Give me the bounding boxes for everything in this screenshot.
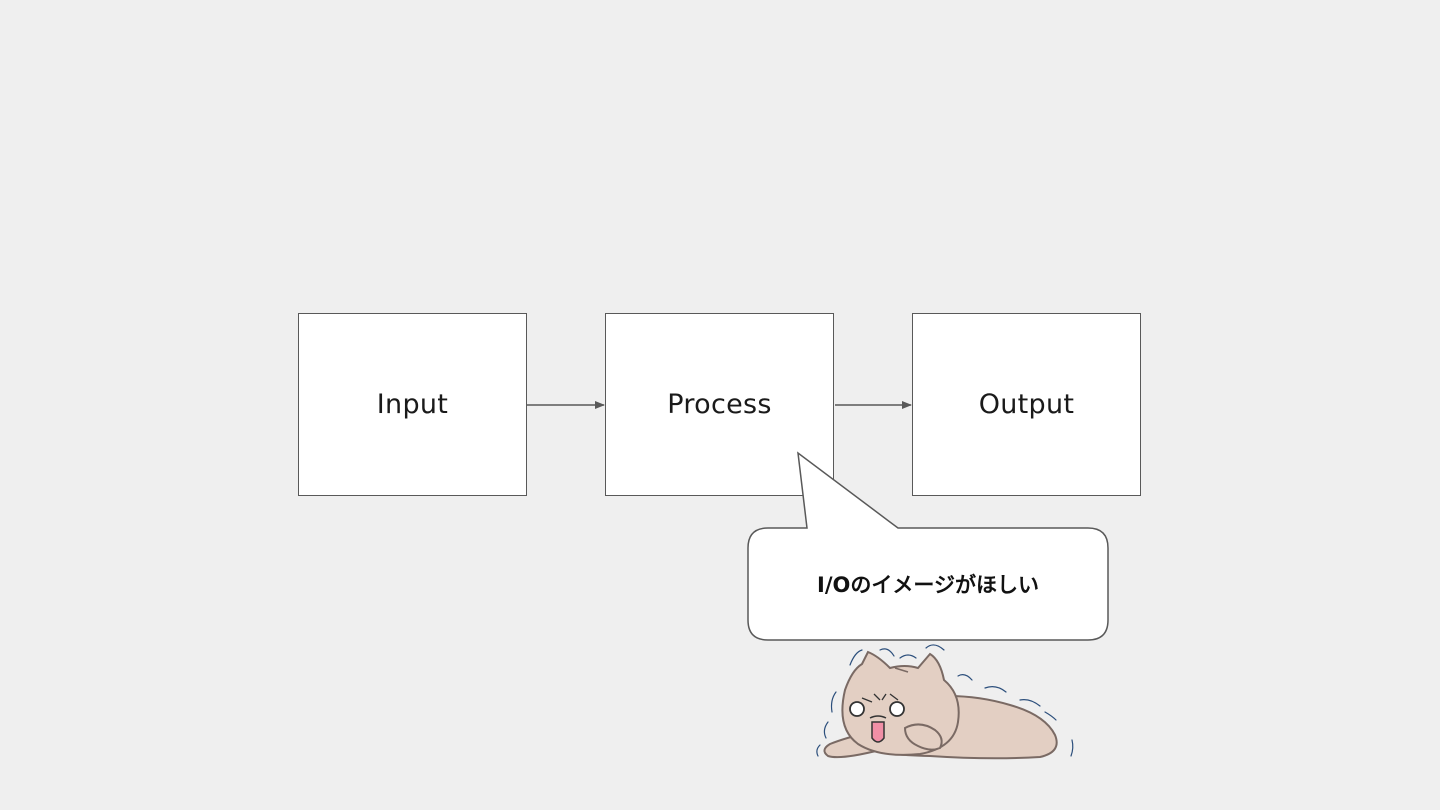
input-node-label: Input bbox=[377, 389, 448, 420]
callout-text: I/Oのイメージがほしい bbox=[748, 528, 1108, 640]
lying-cat-icon bbox=[817, 645, 1073, 758]
process-node-label: Process bbox=[667, 389, 772, 420]
process-node: Process bbox=[605, 313, 834, 496]
input-node: Input bbox=[298, 313, 527, 496]
output-node-label: Output bbox=[979, 389, 1075, 420]
output-node: Output bbox=[912, 313, 1141, 496]
